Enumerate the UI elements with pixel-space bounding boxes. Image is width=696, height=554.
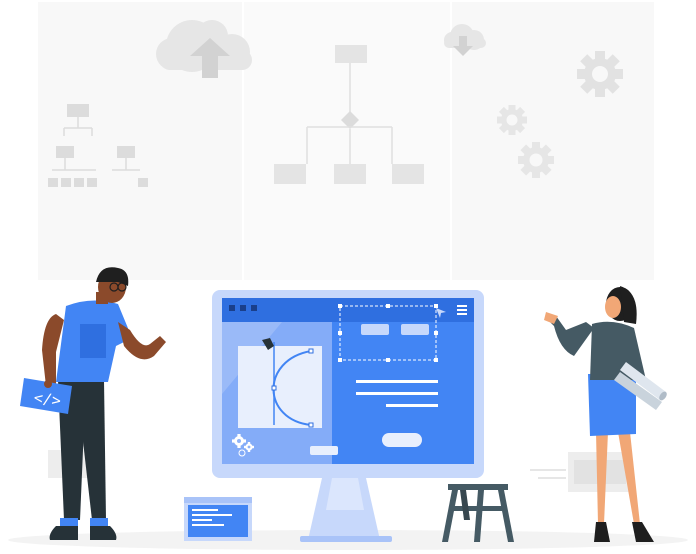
cloud-upload-icon <box>156 20 252 78</box>
cta-button-shape <box>382 433 422 447</box>
gear-icon <box>232 434 254 457</box>
blueprint-rolls <box>614 362 667 410</box>
code-icon: </> <box>20 378 72 414</box>
step-stool <box>442 484 514 542</box>
browser-toolbar <box>222 298 474 322</box>
man-developer: </> <box>20 267 166 540</box>
gear-icon <box>577 51 623 97</box>
cursor-icon <box>436 308 446 318</box>
code-window <box>184 497 252 541</box>
svg-text:</>: </> <box>33 388 62 410</box>
gear-icon <box>497 105 527 135</box>
woman-designer <box>544 286 667 542</box>
background-panels <box>38 2 654 280</box>
menu-icon <box>457 305 467 315</box>
monitor <box>212 290 484 542</box>
background-panel-right <box>452 2 654 280</box>
background-panel-center <box>244 2 450 280</box>
org-chart-left <box>48 104 148 187</box>
pen-tool-icon <box>262 338 274 350</box>
cloud-download-icon <box>444 24 486 56</box>
flowchart-center <box>274 45 424 184</box>
gear-icon <box>518 142 554 178</box>
